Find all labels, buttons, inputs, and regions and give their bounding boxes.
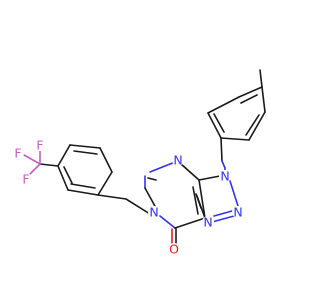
atom-n-pyrimidine-1: N xyxy=(173,153,182,168)
cf3-group xyxy=(23,149,41,175)
tolyl-ring xyxy=(207,86,266,141)
atom-f-3: F xyxy=(22,172,29,187)
n-to-ch2-bond xyxy=(125,198,151,215)
tolyl-to-n-bond xyxy=(220,137,223,162)
ch2-to-ring-bond xyxy=(97,194,127,200)
molecule-structure-diagram: N N N N N O F F F xyxy=(14,69,266,257)
cf3-phenyl-ring xyxy=(57,144,113,196)
atom-o-carbonyl: O xyxy=(169,242,179,257)
triazole-ring xyxy=(195,167,239,223)
structure-canvas: N N N N N O F F F xyxy=(14,69,266,257)
atom-n-triazole-3: N xyxy=(203,215,212,230)
atom-f-1: F xyxy=(36,138,43,153)
methyl-bond xyxy=(259,69,263,88)
ring-to-cf3-bond xyxy=(39,163,59,167)
atom-f-2: F xyxy=(14,146,21,161)
pyrimidinone-ring xyxy=(144,161,206,229)
atom-n-pyrimidine-2: N xyxy=(149,205,158,220)
atom-n-triazole-1: N xyxy=(220,169,229,184)
atom-n-triazole-2: N xyxy=(233,205,242,220)
